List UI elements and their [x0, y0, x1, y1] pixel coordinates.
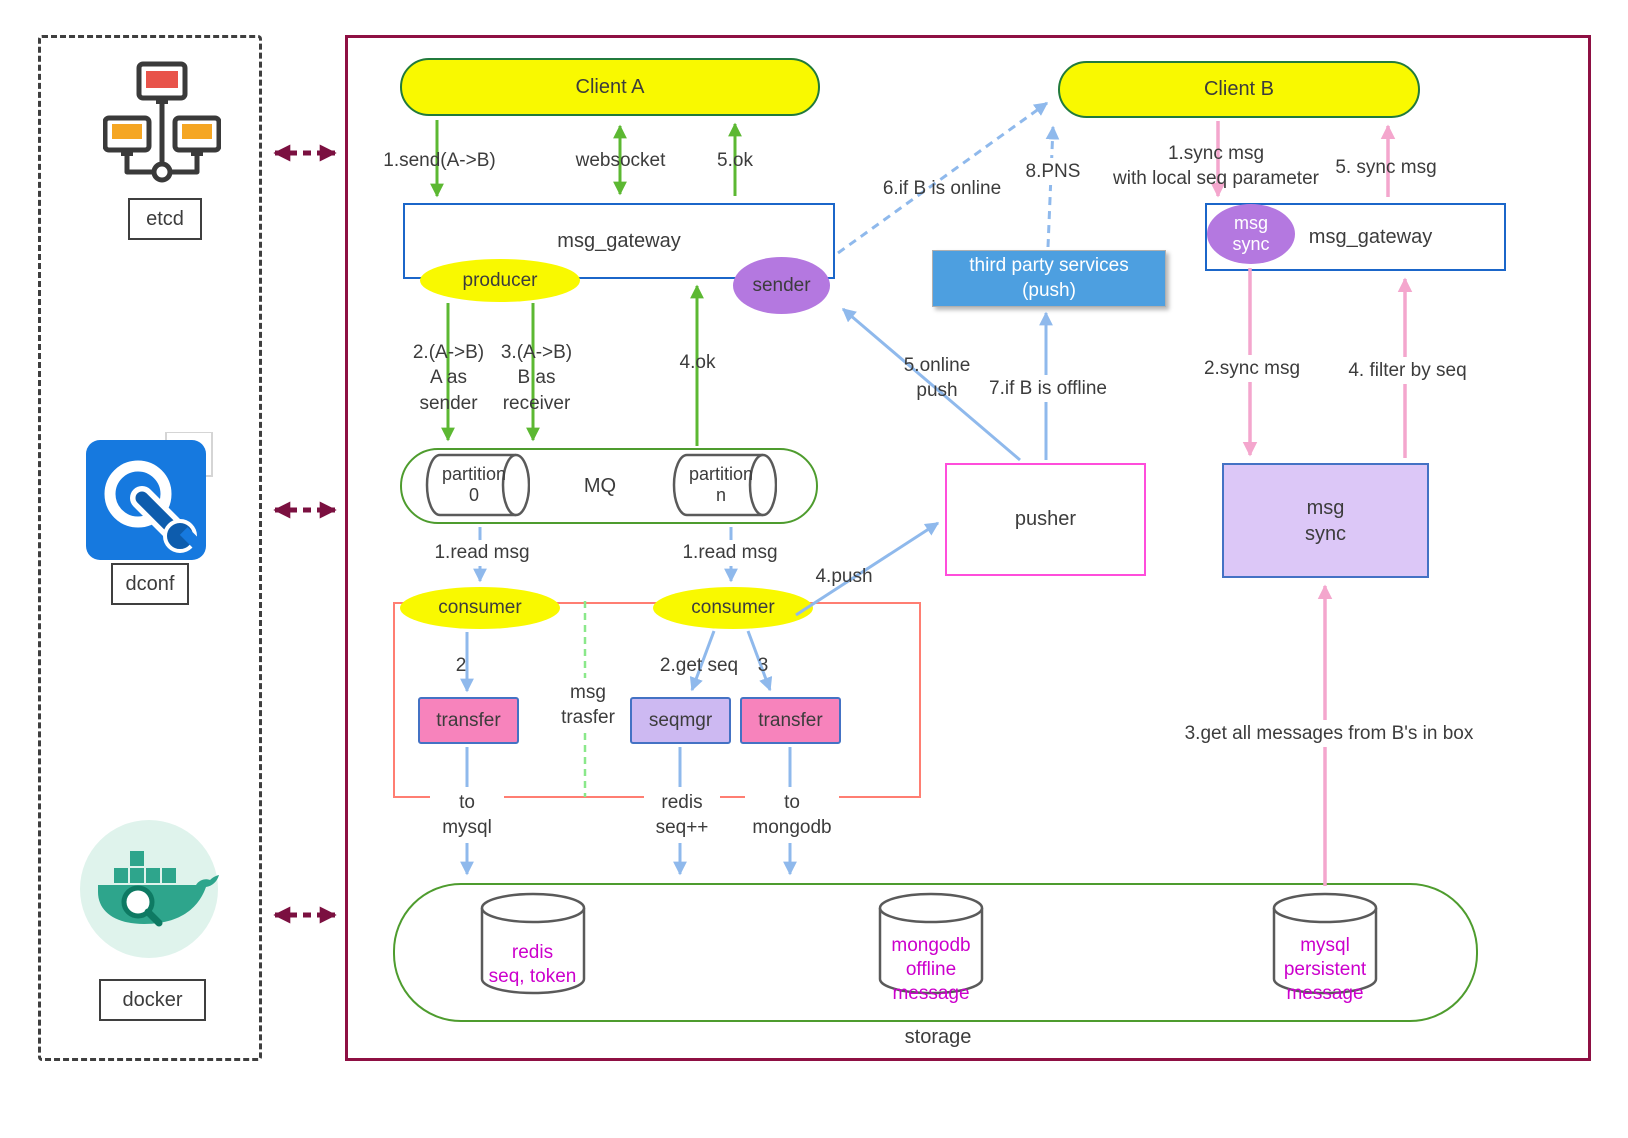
infra-panel	[38, 35, 262, 1061]
gateway-b-title: msg_gateway	[1308, 225, 1433, 248]
storage-title: storage	[904, 1025, 972, 1048]
client-a-node: Client A	[400, 58, 820, 116]
label-pns: 8.PNS	[1024, 158, 1082, 185]
label-get-all-messages: 3.get all messages from B's in box	[1168, 720, 1490, 747]
docker-label: docker	[99, 979, 206, 1021]
label-online-push: 5.online push	[903, 354, 971, 401]
sender-ellipse: sender	[733, 257, 830, 314]
label-ok4: 4.ok	[679, 352, 716, 374]
label-msg-trasfer: msg trasfer	[547, 678, 629, 732]
label-filter-by-seq: 4. filter by seq	[1340, 357, 1475, 384]
msg-sync-ellipse: msg sync	[1207, 204, 1295, 264]
mysql-cylinder	[1272, 892, 1378, 995]
client-b-node: Client B	[1058, 61, 1420, 118]
mongodb-label: mongodb offline message	[891, 935, 971, 1004]
msg-sync-box: msg sync	[1222, 463, 1429, 578]
label-a-as-sender: 2.(A->B) A as sender	[412, 342, 485, 414]
main-panel	[345, 35, 1591, 1061]
label-read-msg-left: 1.read msg	[428, 540, 536, 566]
label-ok5: 5.ok	[717, 150, 753, 172]
pusher-box: pusher	[945, 463, 1146, 576]
mysql-label: mysql persistent message	[1283, 935, 1367, 1004]
partition-n-cylinder	[672, 453, 777, 517]
dconf-label: dconf	[111, 563, 189, 605]
consumer-left-ellipse: consumer	[400, 587, 560, 629]
label-redis-seq: redis seq++	[644, 787, 720, 843]
label-sync-msg-down: 1.sync msg with local seq parameter	[1113, 142, 1319, 189]
etcd-label: etcd	[128, 198, 202, 240]
label-websocket: websocket	[575, 150, 666, 172]
etcd-cluster-icon	[103, 61, 221, 183]
dconf-settings-icon	[86, 432, 213, 560]
redis-label: redis seq, token	[488, 942, 577, 987]
label-get-seq: 2.get seq	[659, 654, 739, 676]
label-if-b-offline: 7.if B is offline	[978, 375, 1118, 402]
seqmgr-box: seqmgr	[630, 697, 731, 744]
label-step2: 2	[455, 654, 467, 676]
gateway-a-title: msg_gateway	[557, 229, 681, 252]
third-party-services-box: third party services (push)	[932, 250, 1166, 307]
label-send-ab: 1.send(A->B)	[383, 150, 496, 172]
producer-ellipse: producer	[420, 259, 580, 302]
label-to-mongodb: to mongodb	[745, 787, 839, 843]
partition-0-cylinder	[425, 453, 530, 517]
mongodb-cylinder	[878, 892, 984, 995]
label-push4: 4.push	[815, 566, 873, 588]
label-sync-msg-up: 5. sync msg	[1335, 156, 1437, 178]
label-if-b-online: 6.if B is online	[882, 177, 1002, 199]
label-step3: 3	[757, 654, 769, 676]
label-to-mysql: to mysql	[430, 787, 504, 843]
mq-title: MQ	[583, 474, 617, 497]
label-b-as-receiver: 3.(A->B) B as receiver	[500, 342, 573, 414]
redis-cylinder	[480, 892, 586, 995]
partition-0-label: partition 0	[441, 464, 507, 505]
label-read-msg-right: 1.read msg	[676, 540, 784, 566]
docker-whale-icon	[80, 820, 219, 958]
partition-n-label: partition n	[688, 464, 754, 505]
consumer-right-ellipse: consumer	[653, 587, 813, 629]
transfer-left-box: transfer	[418, 697, 519, 744]
transfer-right-box: transfer	[740, 697, 841, 744]
label-sync-msg2: 2.sync msg	[1202, 355, 1302, 382]
